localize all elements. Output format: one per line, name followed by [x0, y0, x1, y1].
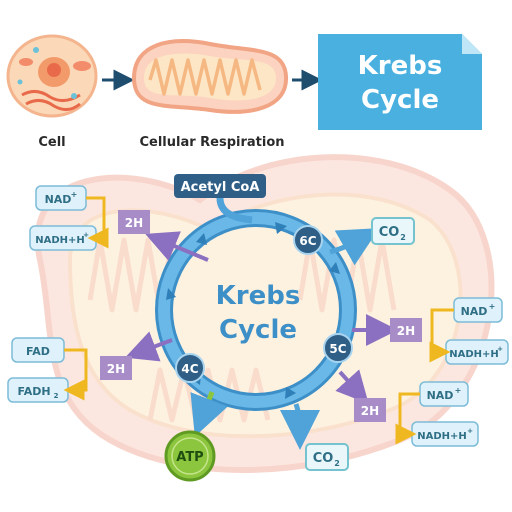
- atp-badge: [164, 430, 216, 482]
- co2-bottom-arrow: [279, 403, 320, 450]
- co2-bottom-label: CO: [313, 451, 334, 466]
- fad-conversion-arrow: [63, 348, 88, 401]
- h2-a-arrow: [145, 231, 209, 262]
- nad-2-conversion-arrow: [429, 308, 454, 363]
- nadh-3-label: NADH+H: [417, 431, 467, 442]
- acetyl-coa-box: [174, 174, 266, 198]
- co2-top-arrow: [329, 228, 380, 266]
- node-4c-label: 4C: [181, 362, 198, 376]
- nad-2-superscript: +: [489, 302, 496, 311]
- h2-a-box: [118, 210, 150, 234]
- fadh2-label: FADH: [17, 385, 50, 398]
- cellular-respiration-label: Cellular Respiration: [139, 135, 284, 150]
- fad-label: FAD: [26, 345, 50, 358]
- fadh2-subscript: 2: [54, 392, 59, 400]
- atp-label: ATP: [176, 450, 203, 465]
- h2-b-arrow: [125, 331, 173, 362]
- h2-a-label: 2H: [125, 216, 143, 230]
- co2-bottom-subscript: 2: [334, 459, 340, 468]
- h2-d-arrow: [335, 369, 369, 404]
- node-5c: [323, 333, 353, 363]
- node-6c-label: 6C: [299, 234, 316, 248]
- nad-1-superscript: +: [71, 190, 78, 199]
- nadh-1-superscript: +: [83, 231, 89, 239]
- nad-3-superscript: +: [455, 386, 462, 395]
- co2-top-box: [371, 217, 415, 245]
- nad-2-label: NAD: [461, 305, 488, 318]
- h2-d-box: [354, 398, 386, 422]
- title-line-1: Krebs: [358, 51, 443, 81]
- node-6c: [293, 225, 323, 255]
- krebs-title-card: [318, 34, 482, 130]
- title-line-2: Cycle: [361, 85, 439, 115]
- h2-c-label: 2H: [397, 324, 415, 338]
- mitochondrion-illustration: [131, 39, 289, 114]
- node-4c: [175, 353, 205, 383]
- h2-c-box: [390, 318, 422, 342]
- acetyl-coa-entry-arrow: [216, 197, 253, 224]
- atp-arrow: [190, 391, 228, 437]
- cycle-center-line-1: Krebs: [216, 281, 301, 311]
- nadh-3-superscript: +: [467, 427, 473, 435]
- co2-bottom-box: [305, 443, 349, 471]
- nadh-2-label: NADH+H: [449, 349, 499, 360]
- nad-3-conversion-arrow: [395, 392, 420, 445]
- h2-b-label: 2H: [107, 362, 125, 376]
- nad-1-conversion-arrow: [86, 196, 109, 249]
- nad-1-label: NAD: [45, 193, 72, 206]
- nadh-2-superscript: +: [497, 345, 503, 353]
- cycle-ring: [158, 212, 354, 408]
- h2-b-box: [100, 356, 132, 380]
- co2-top-label: CO: [379, 225, 400, 240]
- cell-illustration: [6, 34, 98, 118]
- cycle-center-line-2: Cycle: [219, 315, 297, 345]
- nadh-1-label: NADH+H: [35, 235, 85, 246]
- nad-3-label: NAD: [427, 389, 454, 402]
- acetyl-coa-label: Acetyl CoA: [181, 180, 260, 195]
- cell-label: Cell: [38, 135, 65, 150]
- co2-top-subscript: 2: [400, 233, 406, 242]
- node-5c-label: 5C: [329, 342, 346, 356]
- h2-d-label: 2H: [361, 404, 379, 418]
